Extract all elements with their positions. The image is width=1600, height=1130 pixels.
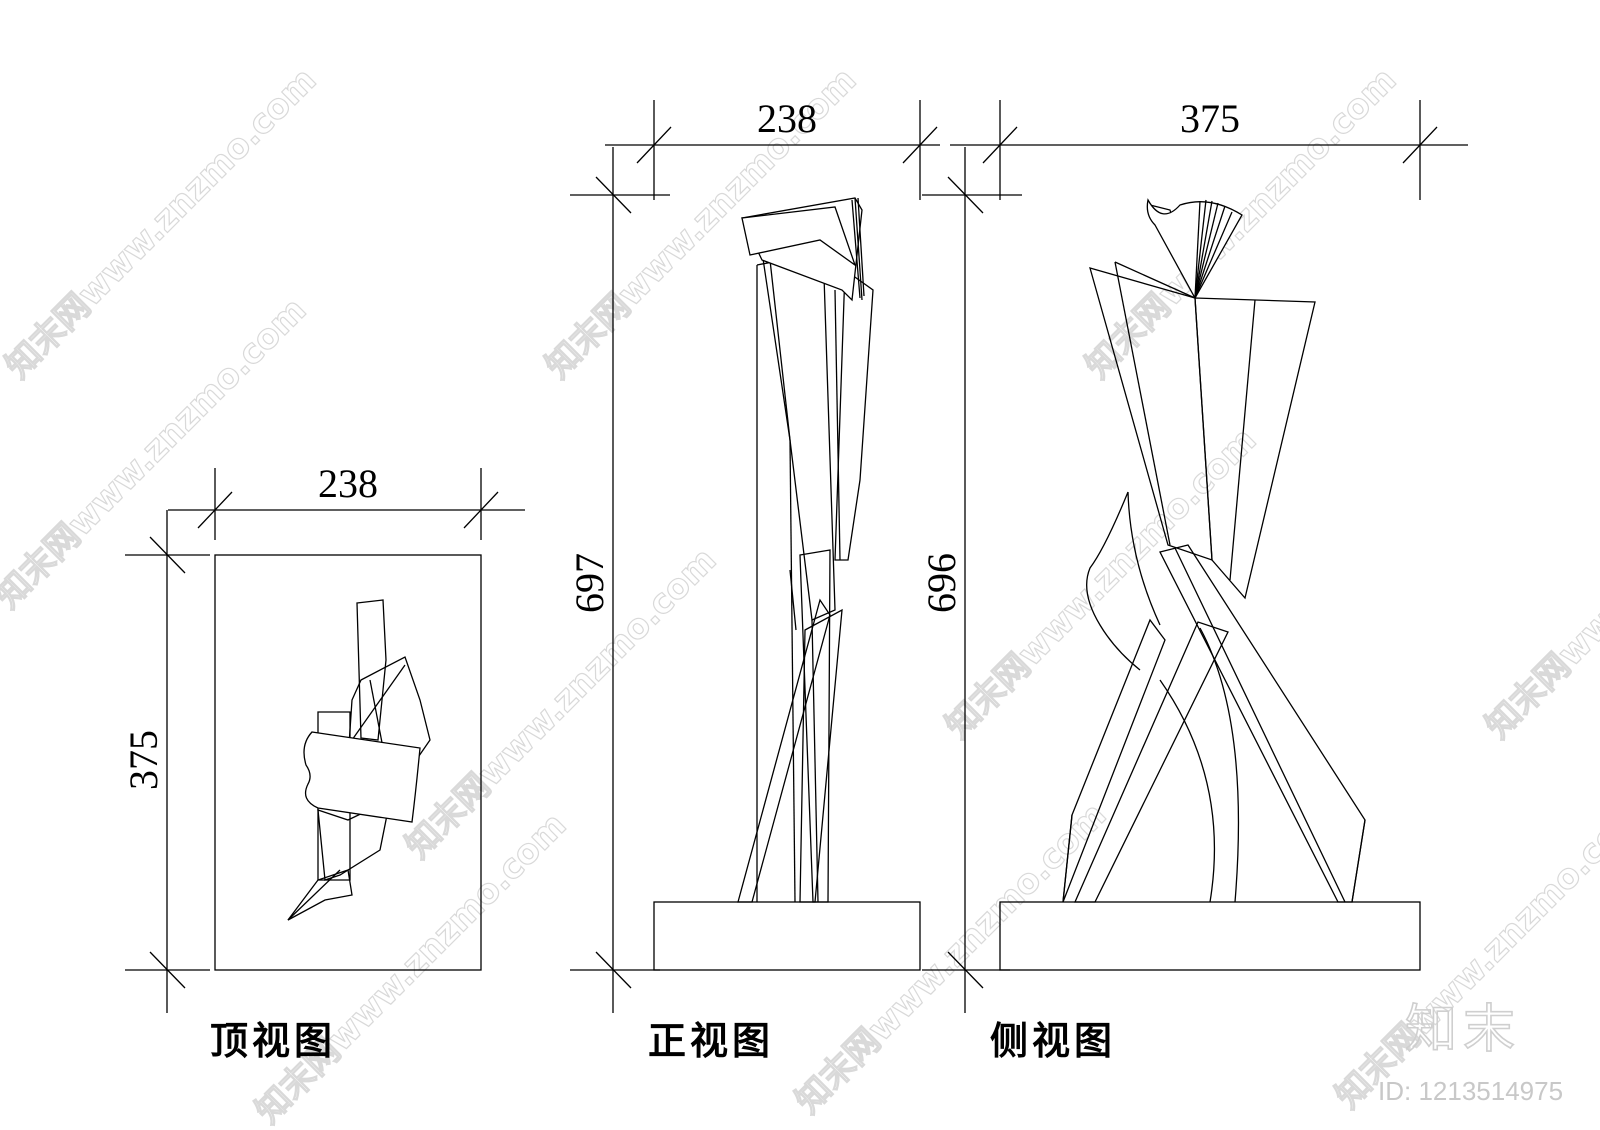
- watermark-text: 知末网www.znzmo.com: [788, 795, 1114, 1121]
- front-height-dimension: 697: [567, 553, 612, 613]
- watermark-id-label: ID: 1213514975: [1378, 1076, 1563, 1106]
- watermark-text: 知末网www.znzmo.com: [1478, 420, 1600, 746]
- side-view-caption: 侧视图: [990, 1018, 1116, 1063]
- front-view: 238 697: [567, 96, 940, 1013]
- side-height-dimension: 696: [919, 553, 964, 613]
- watermark-text: 知末网www.znzmo.com: [248, 805, 574, 1130]
- top-view: 238 375: [121, 461, 525, 1013]
- watermark-text: 知末网www.znzmo.com: [398, 540, 724, 866]
- front-width-dimension: 238: [757, 96, 817, 141]
- side-view: 375 696: [919, 96, 1468, 1013]
- watermark-text: 知末网www.znzmo.com: [938, 420, 1264, 746]
- watermark-text: 知末网www.znzmo.com: [1078, 60, 1404, 386]
- top-view-caption: 顶视图: [210, 1018, 336, 1063]
- top-width-dimension: 238: [318, 461, 378, 506]
- side-width-dimension: 375: [1180, 96, 1240, 141]
- front-view-caption: 正视图: [648, 1018, 774, 1063]
- watermark-text: 知末网www.znzmo.com: [1328, 790, 1600, 1116]
- watermark-logo: 知末: [1405, 1000, 1521, 1060]
- top-height-dimension: 375: [121, 730, 166, 790]
